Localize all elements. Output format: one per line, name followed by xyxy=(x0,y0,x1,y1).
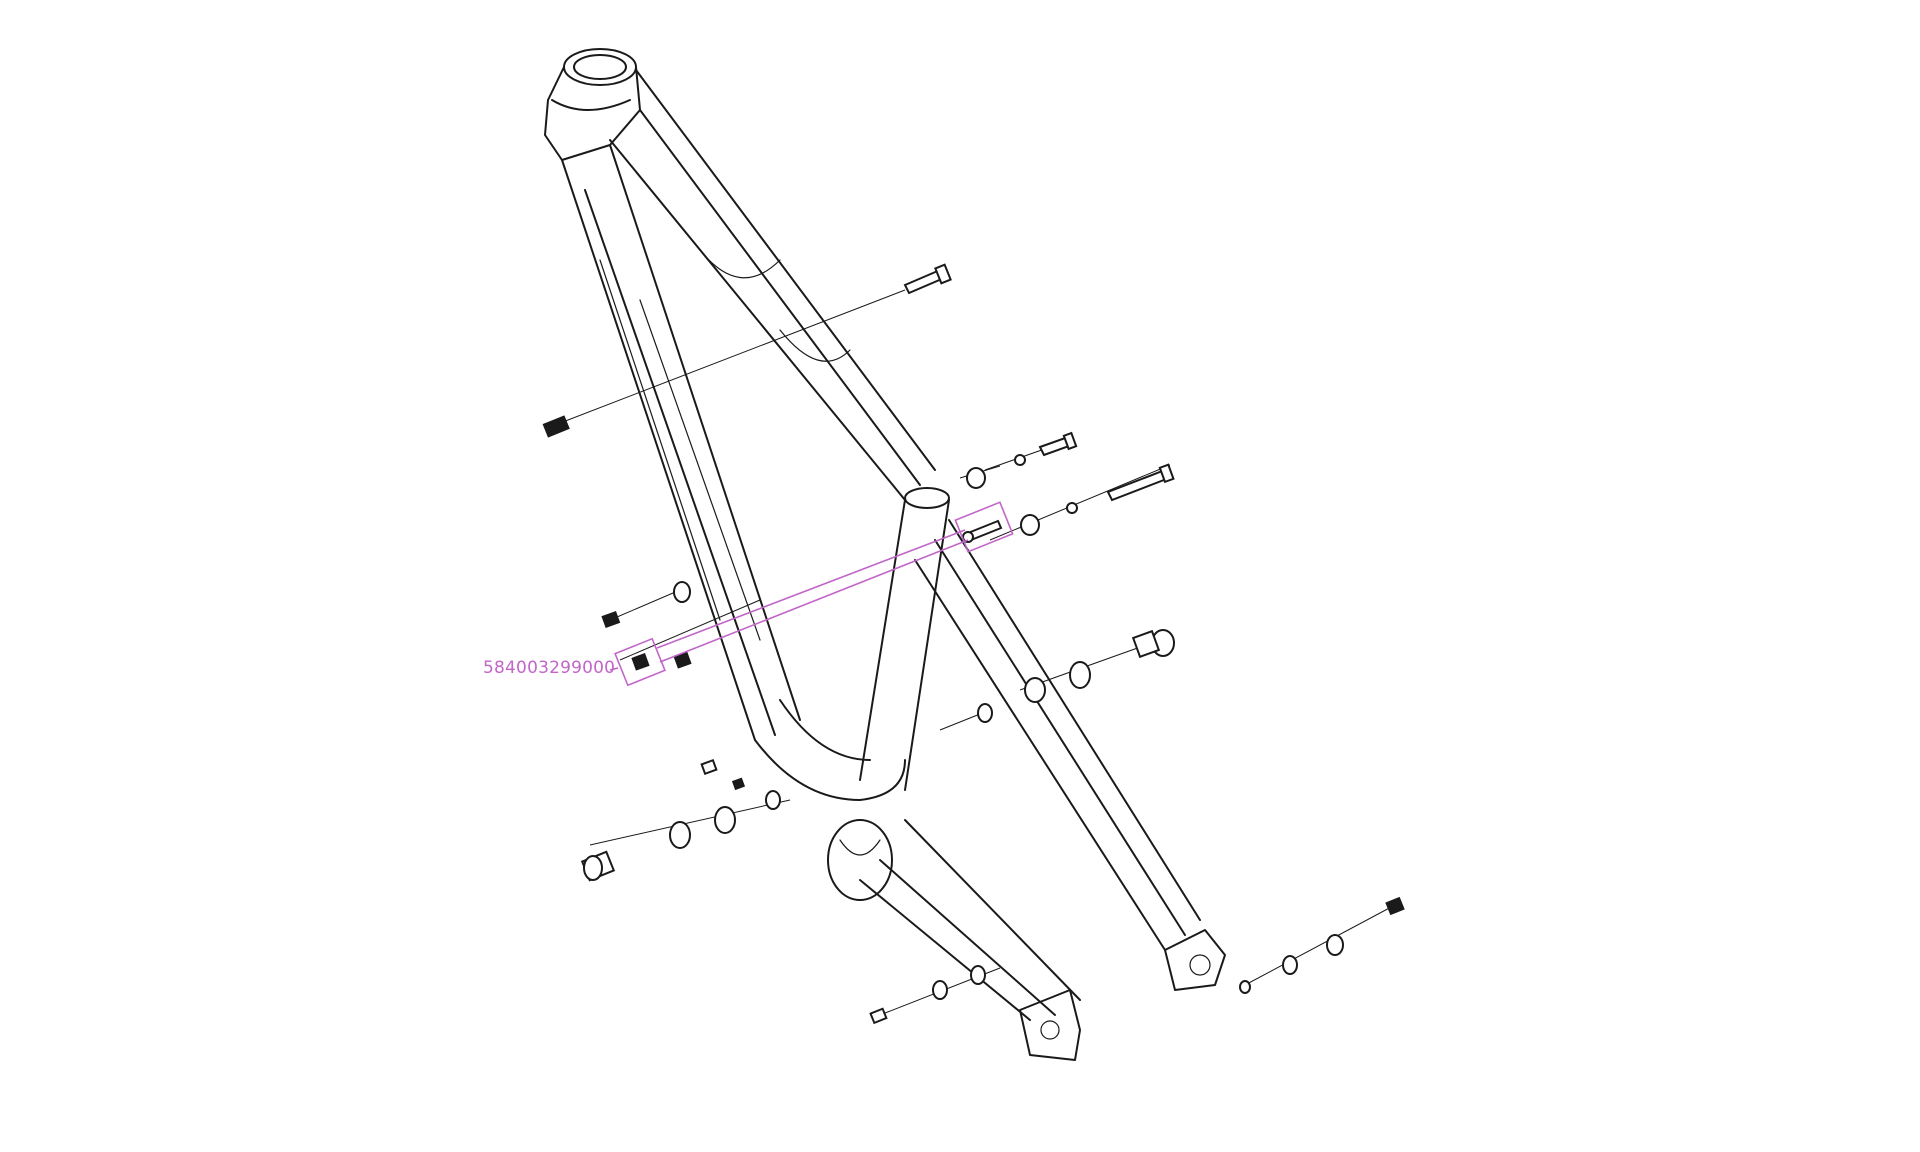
long-pivot-bolt xyxy=(1106,463,1175,502)
bicycle-frame xyxy=(544,48,1226,1061)
callout-leader xyxy=(659,539,969,663)
o-ring xyxy=(669,821,691,849)
bearing xyxy=(765,790,781,810)
upper-pivot-bolt xyxy=(1038,431,1078,457)
grub-screw xyxy=(601,611,621,629)
head-tube xyxy=(544,48,641,161)
rear-dropout-right xyxy=(1164,929,1226,991)
bb-pivot-bolt xyxy=(580,850,616,882)
bottom-bracket xyxy=(754,699,906,801)
seat-stay xyxy=(914,519,1201,951)
grub-screw xyxy=(673,651,692,669)
small-nut xyxy=(731,777,746,791)
bearing xyxy=(673,581,691,603)
part-number-label: 584003299000 xyxy=(483,658,615,678)
down-tube xyxy=(561,144,801,741)
washer-small xyxy=(1014,454,1026,466)
small-screw xyxy=(700,758,718,776)
axle-bolt xyxy=(1385,896,1405,916)
washer-small xyxy=(1066,502,1078,514)
top-tube xyxy=(609,69,936,501)
callout-box-lower xyxy=(614,637,666,687)
chain-stay xyxy=(859,819,1081,1021)
callout-leader xyxy=(656,529,966,649)
bearing xyxy=(1020,514,1040,536)
washer xyxy=(1239,980,1251,994)
shock-mount-bolt xyxy=(1131,629,1161,659)
main-pivot-pin xyxy=(903,263,952,295)
grub-screw-highlighted xyxy=(631,653,650,671)
link-bolt xyxy=(962,519,1003,543)
bearing xyxy=(977,703,993,723)
part-callout: 584003299000 xyxy=(483,501,1014,687)
seat-tube xyxy=(859,487,950,791)
rear-dropout-left xyxy=(1019,989,1081,1061)
callout-bracket xyxy=(609,667,619,671)
o-ring xyxy=(932,980,948,1000)
bearing xyxy=(1024,677,1046,703)
callout-box-upper xyxy=(954,501,1014,553)
o-ring xyxy=(1282,955,1298,975)
bearing xyxy=(966,467,986,489)
hardware xyxy=(542,263,1405,1025)
bearing xyxy=(970,965,986,985)
set-screw-top xyxy=(542,415,570,438)
bearing xyxy=(1326,934,1344,956)
bearing xyxy=(714,806,736,834)
dropout-bolt xyxy=(869,1007,888,1025)
o-ring xyxy=(1069,661,1091,689)
